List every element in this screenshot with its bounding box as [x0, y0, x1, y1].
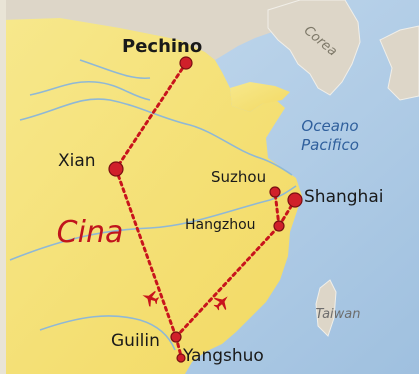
- city-dot-xian[interactable]: [108, 161, 124, 177]
- route-guilin-hangzhou: [174, 224, 281, 339]
- map-left-frame: [0, 0, 6, 374]
- shandong-peninsula: [230, 82, 290, 112]
- japan-land: [379, 25, 419, 101]
- sea-label-line-2: Pacifico: [301, 136, 359, 154]
- rivers: [9, 59, 297, 351]
- city-dot-guilin[interactable]: [170, 331, 182, 343]
- city-dot-suzhou[interactable]: [269, 186, 281, 198]
- city-dot-pechino[interactable]: [179, 56, 193, 70]
- city-dot-hangzhou[interactable]: [273, 220, 285, 232]
- route-xian-guilin: [114, 167, 178, 339]
- taiwan-label: Taiwan: [316, 307, 361, 322]
- china-mainland: [0, 18, 302, 374]
- city-dot-shanghai[interactable]: [287, 192, 303, 208]
- airplane-icon: [213, 296, 228, 311]
- country-label: Cina: [57, 215, 124, 250]
- city-label-shanghai: Shanghai: [304, 187, 383, 207]
- city-label-suzhou: Suzhou: [211, 168, 266, 186]
- city-dot-yangshuo[interactable]: [176, 353, 186, 363]
- city-label-pechino: Pechino: [122, 36, 202, 57]
- city-label-hangzhou: Hangzhou: [185, 217, 256, 233]
- city-label-xian: Xian: [58, 151, 96, 171]
- korea-peninsula: [267, 0, 361, 96]
- city-label-guilin: Guilin: [111, 331, 160, 351]
- route-hangzhou-suzhou: [273, 190, 281, 228]
- airplane-icon: [142, 291, 160, 307]
- city-label-yangshuo: Yangshuo: [182, 346, 264, 366]
- route-pechino-xian: [114, 61, 188, 171]
- taiwan-island: [315, 279, 337, 337]
- sea-label-line-1: Oceano: [301, 117, 358, 135]
- northern-neighbor-land: [0, 0, 330, 60]
